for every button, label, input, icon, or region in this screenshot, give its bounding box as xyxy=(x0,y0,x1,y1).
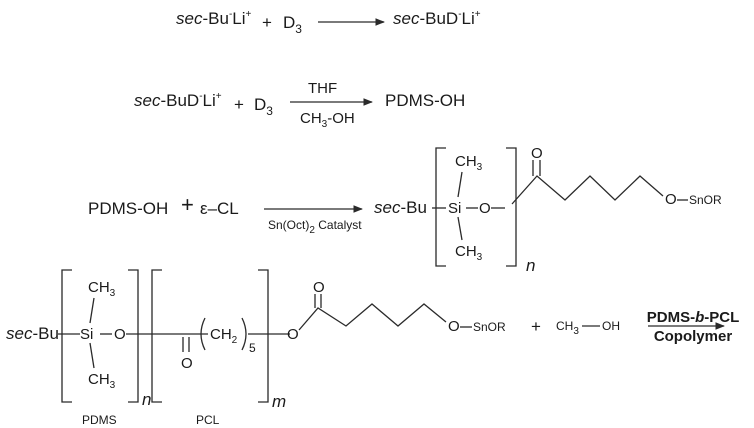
reaction4-pcl-right-bracket xyxy=(258,269,269,403)
reaction1-reactant: sec-Bu-Li+ xyxy=(176,9,252,28)
reaction3-n: n xyxy=(526,256,535,275)
reaction4-ch2: CH2 xyxy=(210,326,238,346)
reaction2-d3: D3 xyxy=(254,95,273,118)
reaction1-d3: D3 xyxy=(283,13,302,36)
reaction3-product-secbu: sec-Bu xyxy=(374,198,427,217)
reaction-2: sec-BuD-Li+ + D3 THF CH3-OH PDMS-OH xyxy=(134,80,465,130)
bond xyxy=(457,216,463,241)
reaction4-snor: SnOR xyxy=(473,320,506,334)
reaction4-product-line1: PDMS-b-PCL xyxy=(647,309,740,326)
reaction4-pdms-left-bracket xyxy=(61,269,72,403)
reaction2-reactant: sec-BuD-Li+ xyxy=(134,91,222,110)
reaction4-pcl-left-bracket xyxy=(151,269,162,403)
reaction3-oxygen: O xyxy=(479,200,491,217)
reaction-3: PDMS-OH + ε–CL Sn(Oct)2 Catalyst sec-Bu … xyxy=(88,145,722,275)
reaction4-end-chain xyxy=(298,303,447,331)
reaction4-m: m xyxy=(272,392,286,411)
reaction3-right-bracket xyxy=(506,147,517,267)
reaction3-ch3-bottom: CH3 xyxy=(455,243,483,263)
bond xyxy=(89,297,95,324)
reaction2-condition-methanol: CH3-OH xyxy=(300,110,355,130)
reaction-1: sec-Bu-Li+ + D3 sec-BuD-Li+ xyxy=(176,9,481,36)
bond xyxy=(457,171,463,198)
reaction3-catalyst: Sn(Oct)2 Catalyst xyxy=(268,218,362,236)
reaction4-end-oxygen: O xyxy=(448,318,460,335)
label-pdms: PDMS xyxy=(82,413,117,427)
bond xyxy=(89,342,95,369)
label-pcl: PCL xyxy=(196,413,220,427)
reaction4-ester-carbonyl-o: O xyxy=(313,279,325,296)
reaction2-product: PDMS-OH xyxy=(385,91,465,110)
reaction3-si: Si xyxy=(448,200,461,217)
reaction4-secbu: sec-Bu xyxy=(6,324,59,343)
reaction4-pcl-carbonyl-o: O xyxy=(181,355,193,372)
reaction4-ch3-top: CH3 xyxy=(88,279,116,299)
reaction1-product: sec-BuD-Li+ xyxy=(393,9,481,28)
reaction4-product-line2: Copolymer xyxy=(654,328,733,345)
reaction3-monomer: ε–CL xyxy=(200,199,239,218)
reaction1-plus: + xyxy=(262,13,272,32)
reaction3-plus: + xyxy=(181,192,194,217)
reaction-4: sec-Bu Si CH3 CH3 O n O CH2 5 m O O O xyxy=(6,269,740,427)
reaction4-methanol-oh: OH xyxy=(602,319,620,333)
reaction2-plus: + xyxy=(234,95,244,114)
reaction4-oxygen: O xyxy=(114,326,126,343)
reaction3-end-oxygen: O xyxy=(665,191,677,208)
reaction4-paren-close xyxy=(241,317,247,351)
reaction3-snor: SnOR xyxy=(689,193,722,207)
reaction4-ch3-bottom: CH3 xyxy=(88,371,116,391)
reaction3-left-bracket xyxy=(435,147,446,267)
reaction3-ch3-top: CH3 xyxy=(455,153,483,173)
reaction2-condition-thf: THF xyxy=(308,80,337,97)
reaction4-plus: + xyxy=(531,317,541,336)
reaction3-caprolactone-chain xyxy=(511,175,664,205)
reaction4-n: n xyxy=(142,390,151,409)
reaction3-reactant: PDMS-OH xyxy=(88,199,168,218)
reaction3-carbonyl-o: O xyxy=(531,145,543,162)
reaction4-subscript-5: 5 xyxy=(249,341,256,355)
reaction4-ester-oxygen: O xyxy=(287,326,299,343)
reaction4-si: Si xyxy=(80,326,93,343)
reaction4-methanol: CH3 xyxy=(556,319,579,337)
reaction4-pdms-right-bracket xyxy=(128,269,139,403)
